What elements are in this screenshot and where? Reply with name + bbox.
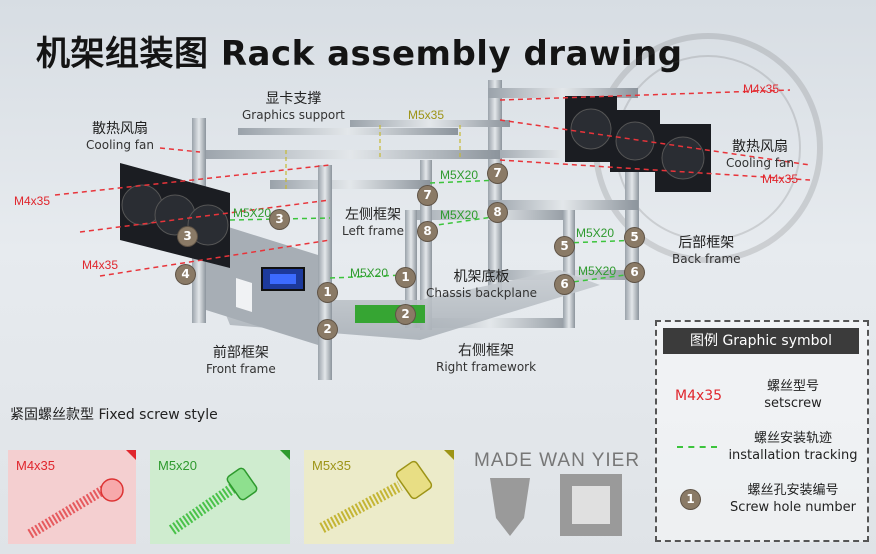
callout-m4x35-right-top: M4x35 xyxy=(743,82,780,96)
label-front-frame: 前部框架 Front frame xyxy=(206,345,276,376)
cooling-fan-left-shape xyxy=(120,163,230,268)
legend-hole-symbol: 1 xyxy=(681,490,700,509)
hole-number-5-backframe: 5 xyxy=(625,228,644,247)
callout-m5x20-b: M5X20 xyxy=(440,168,479,182)
callout-m5x20-a: M5X20 xyxy=(233,206,272,220)
callout-m5x20-e: M5X20 xyxy=(576,226,615,240)
legend-hole-text: 螺丝孔安装编号 Screw hole number xyxy=(730,483,856,515)
hole-number-8-back: 8 xyxy=(488,203,507,222)
hole-number-6-backframe: 6 xyxy=(625,263,644,282)
hole-number-5-back: 5 xyxy=(555,237,574,256)
corner-marker xyxy=(126,450,136,460)
hole-number-7-left: 7 xyxy=(418,186,437,205)
hole-number-3-left: 3 xyxy=(270,210,289,229)
hole-number-7-back: 7 xyxy=(488,164,507,183)
callout-m4x35-left-top: M4x35 xyxy=(14,194,51,208)
screw-card-m5x35: M5x35 xyxy=(304,450,454,544)
legend-tracking-text: 螺丝安装轨迹 installation tracking xyxy=(728,431,858,463)
hole-number-3-front: 3 xyxy=(178,227,197,246)
label-right-framework: 右侧框架 Right framework xyxy=(436,343,537,374)
olive-screw-tracks xyxy=(285,125,461,190)
legend-track-symbol xyxy=(677,446,717,448)
label-chassis-backplane: 机架底板 Chassis backplane xyxy=(426,269,538,300)
screw-card-name: M4x35 xyxy=(16,458,56,473)
red-screw-tracks xyxy=(54,89,811,277)
hole-number-4-front: 4 xyxy=(176,265,195,284)
label-left-frame: 左侧框架 Left frame xyxy=(342,207,404,238)
legend-setscrew-text: 螺丝型号 setscrew xyxy=(764,379,822,411)
callout-m5x35: M5x35 xyxy=(408,108,445,122)
corner-marker xyxy=(444,450,454,460)
hole-number-1-front: 1 xyxy=(318,283,337,302)
label-back-frame: 后部框架 Back frame xyxy=(672,235,741,266)
hole-number-6-back: 6 xyxy=(555,275,574,294)
label-graphics-support: 显卡支撑 Graphics support xyxy=(242,91,345,122)
screw-card-m4x35: M4x35 xyxy=(8,450,136,544)
hole-number-1-right: 1 xyxy=(396,268,415,287)
hole-number-8-left: 8 xyxy=(418,222,437,241)
callout-m5x20-d: M5X20 xyxy=(350,266,389,280)
hole-number-2-right: 2 xyxy=(396,305,415,324)
hole-number-2-front: 2 xyxy=(318,320,337,339)
screw-card-green-bg xyxy=(150,450,290,544)
callout-m5x20-c: M5X20 xyxy=(440,208,479,222)
corner-marker xyxy=(280,450,290,460)
callout-m4x35-left-bottom: M4x35 xyxy=(82,258,119,272)
screw-card-name: M5x20 xyxy=(158,458,198,473)
legend-header: 图例 Graphic symbol xyxy=(663,328,859,354)
brand-text: MADE WAN YIER xyxy=(474,450,641,471)
screw-illustrations xyxy=(8,450,454,544)
label-cooling-fan-left: 散热风扇 Cooling fan xyxy=(86,121,154,152)
label-cooling-fan-right: 散热风扇 Cooling fan xyxy=(726,139,794,170)
callout-m4x35-right-bottom: M4x35 xyxy=(762,172,799,186)
legend-box: 图例 Graphic symbol M4x35 螺丝型号 setscrew 螺丝… xyxy=(655,320,869,542)
callout-m5x20-f: M5X20 xyxy=(578,264,617,278)
brand-logos xyxy=(490,474,622,536)
screw-card-name: M5x35 xyxy=(312,458,352,473)
cooling-fan-right-shape xyxy=(565,96,711,192)
legend-screw-symbol: M4x35 xyxy=(675,388,723,404)
page-title: 机架组装图 Rack assembly drawing xyxy=(36,34,683,74)
fixed-screw-style-heading: 紧固螺丝款型 Fixed screw style xyxy=(10,407,218,423)
screw-card-m5x20: M5x20 xyxy=(150,450,290,544)
